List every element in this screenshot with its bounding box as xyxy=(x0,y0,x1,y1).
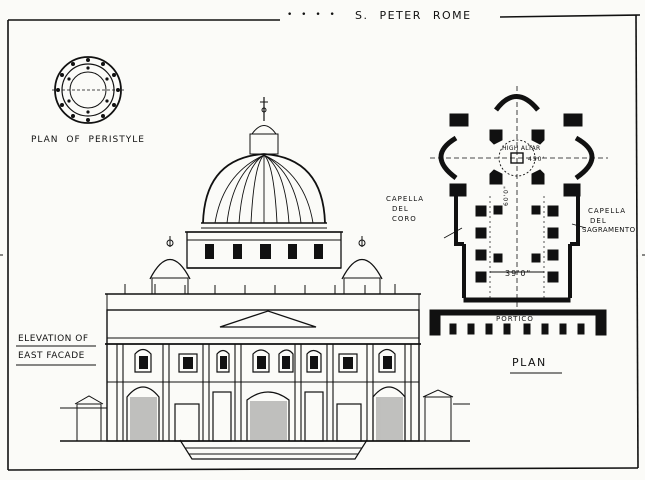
east-facade-elevation xyxy=(60,97,470,460)
elevation-label-underline xyxy=(16,345,96,366)
capella-del-coro-line3: CORO xyxy=(392,215,417,223)
capella-del-sagramento-line2: DEL xyxy=(590,217,607,225)
capella-del-sagramento-line1: CAPELLA xyxy=(588,207,627,215)
capella-del-coro-line2: DEL xyxy=(392,205,409,213)
plan-label-underline xyxy=(510,372,562,374)
nave-dimension-label: 39'0" xyxy=(505,269,532,278)
capella-del-coro-line1: CAPELLA xyxy=(386,195,425,203)
capella-del-sagramento-line3: SAGRAMENTO xyxy=(582,226,636,234)
peristyle-plan-drawing xyxy=(52,56,124,124)
plan-label: PLAN xyxy=(512,356,547,369)
church-plan-drawing xyxy=(429,86,608,336)
elevation-label-line2: EAST FACADE xyxy=(18,351,85,361)
title-dots: • • • • xyxy=(287,10,338,20)
portico-label: PORTICO xyxy=(496,315,534,323)
vertical-dimension-label: 60'0" xyxy=(503,185,510,206)
high-altar-label: HIGH ALTAR xyxy=(502,145,541,152)
plan-of-peristyle-label: PLAN OF PERISTYLE xyxy=(31,135,145,145)
dome-dimension-label: 450' xyxy=(528,156,546,163)
sheet-title: S. PETER ROME xyxy=(355,9,472,22)
elevation-label-line1: ELEVATION OF xyxy=(18,334,89,344)
